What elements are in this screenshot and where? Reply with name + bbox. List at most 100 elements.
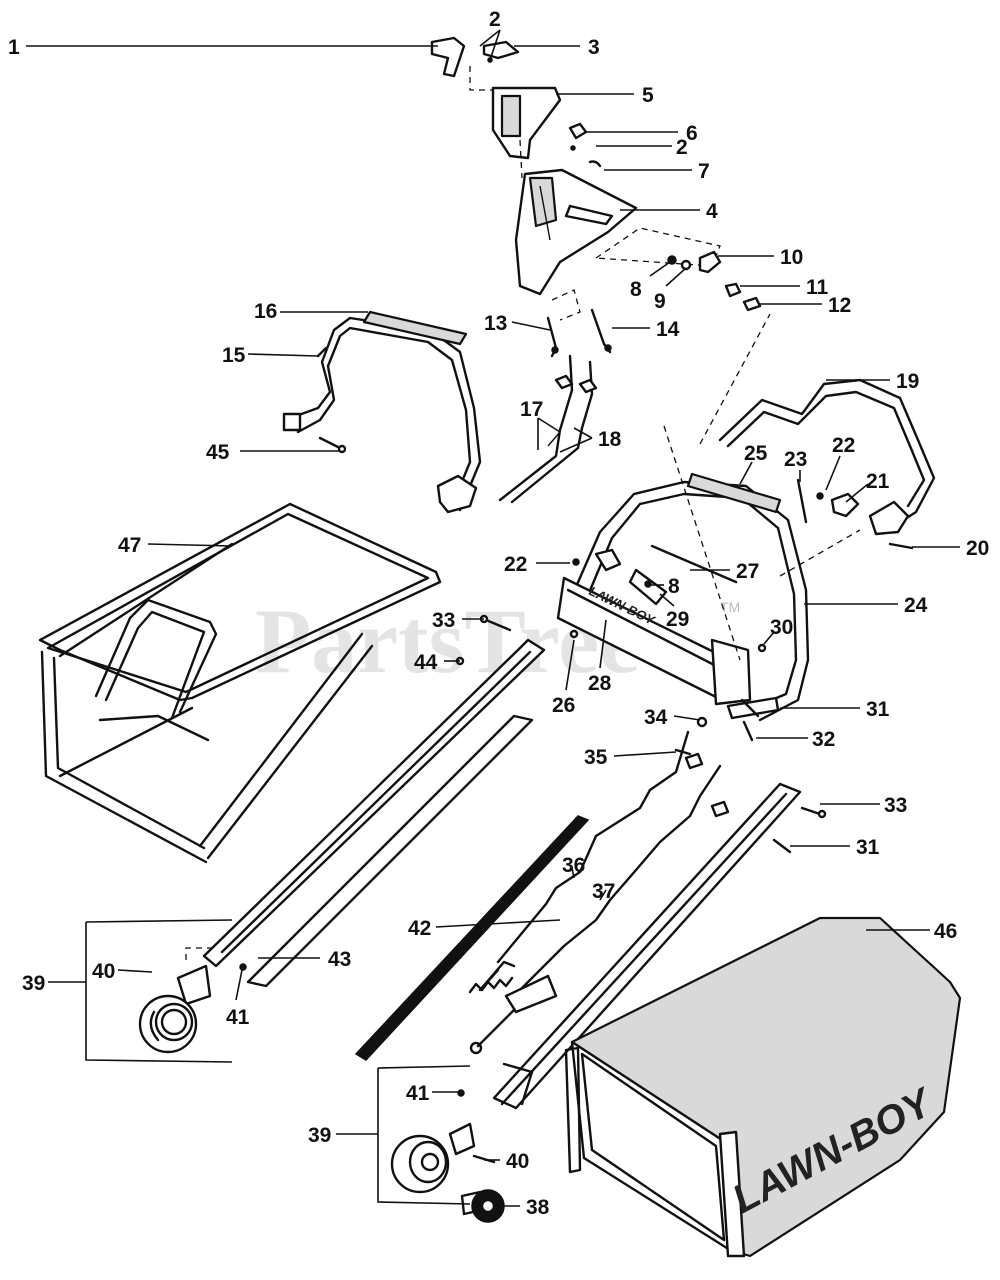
callout-number: 10 [780, 246, 803, 269]
callout-number: 41 [226, 1006, 250, 1029]
control-levers [546, 308, 612, 358]
callout-number: 8 [668, 575, 680, 598]
callout-number: 33 [884, 794, 907, 817]
callout-number: 27 [736, 560, 759, 583]
callout-number: 2 [676, 136, 688, 159]
callout-number: 40 [92, 960, 115, 983]
callout-number: 39 [22, 972, 45, 995]
callout-number: 22 [832, 434, 855, 457]
callout-number: 31 [856, 836, 880, 859]
assembly-guide-line [185, 947, 216, 960]
callout-number: 13 [484, 312, 507, 335]
screw-right-lower [772, 838, 792, 854]
callout-number: 1 [8, 36, 20, 59]
callout-numbers: 1 2 3 5 6 2 7 4 10 8 9 11 12 16 15 13 14… [8, 8, 989, 1219]
callout-number: 34 [644, 706, 668, 729]
callout-number: 7 [698, 160, 710, 183]
callout-number: 18 [598, 428, 622, 451]
assembly-guide-line [551, 289, 581, 321]
right-handle-arm [492, 782, 802, 1110]
control-knobs [430, 36, 520, 78]
lower-bail-handle [718, 378, 936, 550]
callout-number: 20 [966, 537, 989, 560]
callout-number: 45 [206, 441, 230, 464]
screw-small [742, 720, 754, 742]
cable-guide-rod [650, 544, 738, 584]
callout-number: 17 [520, 398, 543, 421]
callout-number: 38 [526, 1196, 550, 1219]
washer-small [757, 643, 767, 653]
grass-bag: LAWN-BOY [564, 916, 962, 1258]
left-wheel-assembly [138, 964, 212, 1054]
callout-number: 21 [866, 470, 890, 493]
callout-number: 35 [584, 746, 608, 769]
callout-number: 43 [328, 948, 351, 971]
callout-number: 2 [489, 8, 501, 31]
callout-number: 39 [308, 1124, 331, 1147]
spring [468, 976, 514, 994]
assembly-guide-line [469, 66, 494, 91]
bail-screw-left [318, 436, 347, 454]
callout-number: 31 [866, 698, 890, 721]
callout-number: 5 [642, 84, 654, 107]
assembly-guide-line [699, 313, 771, 445]
callout-number: 11 [806, 276, 829, 299]
callout-number: 12 [828, 294, 851, 317]
grass-catcher-frame [38, 502, 442, 864]
screw-small [740, 698, 760, 718]
watermark-tm: TM [720, 599, 740, 615]
bail-grip [362, 310, 468, 346]
bracket-line [377, 1065, 471, 1069]
callout-number: 6 [686, 122, 698, 145]
bracket-line [85, 919, 233, 923]
callout-number: 41 [406, 1082, 430, 1105]
nut-small [572, 558, 580, 566]
assembly-guide-line [594, 227, 721, 267]
assembly-guide-line [779, 529, 861, 577]
rubber-strip [354, 815, 590, 1061]
callout-leaders [26, 29, 960, 1207]
main-handle: LAWN-BOY [556, 472, 810, 722]
callout-number: 23 [784, 448, 807, 471]
nuts-and-washers [667, 250, 762, 312]
callout-number: 32 [812, 728, 835, 751]
callout-number: 29 [666, 608, 689, 631]
callout-number: 28 [588, 672, 612, 695]
left-handle-arm [202, 638, 546, 988]
callout-number: 19 [896, 370, 919, 393]
callout-number: 47 [118, 534, 141, 557]
callout-number: 44 [414, 651, 438, 674]
rivet-left [239, 963, 247, 971]
callout-number: 26 [552, 694, 575, 717]
callout-number: 42 [408, 917, 431, 940]
control-cables-upper [498, 354, 598, 504]
callout-number: 33 [432, 609, 455, 632]
callout-number: 4 [706, 200, 718, 223]
upper-bail-handle [282, 316, 482, 514]
washer-small [569, 629, 579, 639]
callout-number: 9 [654, 290, 666, 313]
control-housing [514, 168, 638, 296]
bracket-line [377, 1068, 471, 1205]
callout-number: 46 [934, 920, 957, 943]
bracket-line [85, 922, 233, 1063]
callout-number: 24 [904, 594, 928, 617]
callout-number: 22 [504, 553, 527, 576]
assembly-guide-line [663, 425, 741, 661]
callout-number: 40 [506, 1150, 529, 1173]
callout-number: 25 [744, 442, 768, 465]
callout-number: 15 [222, 344, 246, 367]
control-cover-plate [491, 86, 562, 160]
callout-number: 30 [770, 616, 793, 639]
callout-number: 36 [562, 854, 585, 877]
small-bushing [568, 122, 602, 168]
screw-right-upper [800, 806, 827, 819]
wheel-gear [460, 1189, 505, 1223]
callout-number: 3 [588, 36, 600, 59]
right-wheel-assembly [390, 1089, 496, 1194]
callout-number: 37 [592, 880, 615, 903]
control-cables-lower [469, 730, 730, 1055]
callout-number: 8 [630, 278, 642, 301]
